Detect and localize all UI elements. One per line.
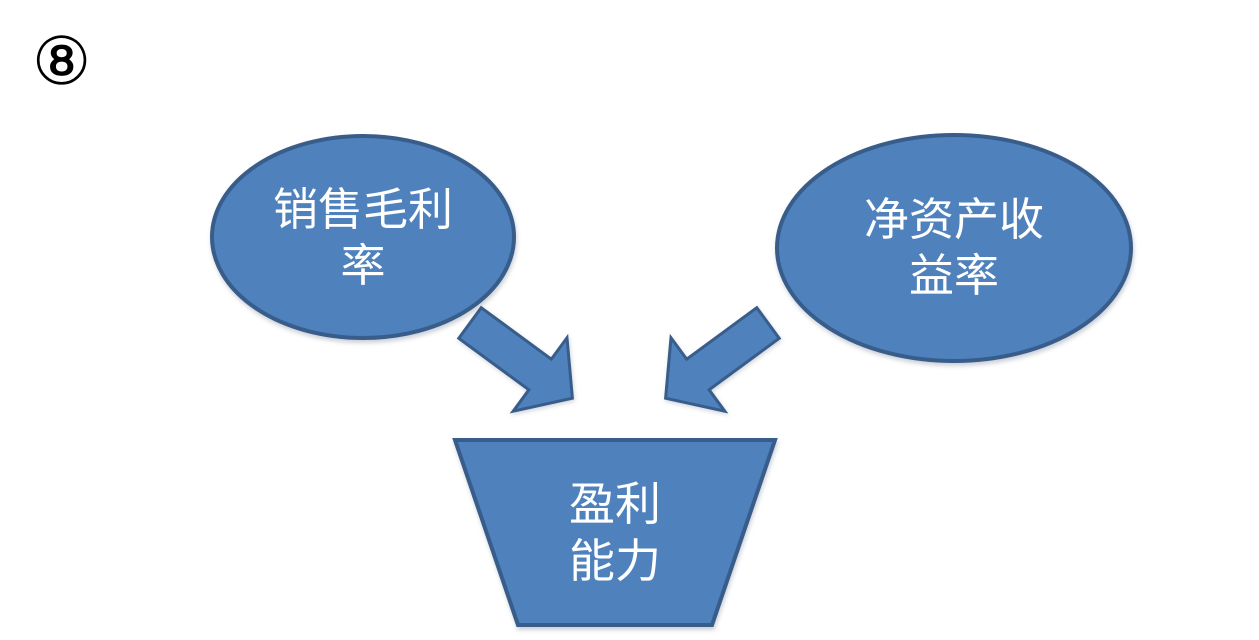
left-arrow-icon [456,305,575,414]
slide-number-badge: ⑧ [32,23,92,100]
right-ellipse-shape [775,133,1133,363]
funnel-shape [452,438,778,627]
right-arrow-icon [663,305,782,414]
left-ellipse-shape [210,134,516,340]
